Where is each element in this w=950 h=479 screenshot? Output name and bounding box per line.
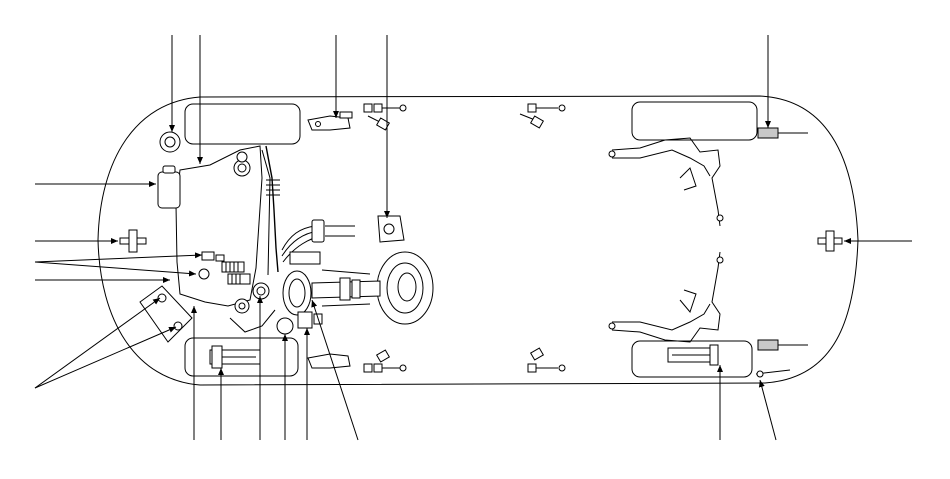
front-right-wheel-bracket — [209, 345, 261, 369]
vehicle-body-outline — [97, 95, 859, 386]
pulley-top — [236, 151, 248, 163]
steering-column-segments — [321, 269, 371, 307]
fluid-reservoir — [157, 171, 181, 209]
sensor-plate-plug — [173, 321, 183, 331]
callout-connector-b — [34, 261, 197, 277]
callout-leaders — [34, 35, 912, 441]
relay-block — [297, 311, 313, 329]
hose-ribs — [266, 179, 280, 196]
rear-harness-lower — [611, 251, 721, 343]
brake-booster-ring — [288, 278, 306, 308]
front-left-wheel-panel — [184, 103, 301, 145]
callout-sensor-a — [34, 297, 161, 389]
reservoir-cap — [162, 165, 176, 174]
top-connector-cluster-mid — [519, 103, 566, 129]
coolant-hose — [265, 145, 279, 273]
rear-left-connector — [757, 127, 808, 139]
rear-left-wheel-panel — [631, 101, 758, 141]
callout-connector-a — [34, 252, 203, 263]
callout-rear-sensor — [758, 379, 777, 441]
rear-right-wheel-bracket — [667, 344, 719, 366]
top-connector-cluster-front — [307, 103, 407, 131]
callout-sensor-b — [34, 326, 177, 389]
master-cylinder-core — [256, 286, 266, 296]
engine-inner-edge — [261, 149, 271, 276]
rear-harness-upper — [611, 137, 721, 227]
rear-right-connector — [757, 339, 808, 351]
rear-fitting — [817, 230, 843, 252]
steering-hub — [397, 272, 417, 302]
callout-steering-column — [311, 299, 359, 441]
engine-block — [175, 145, 263, 307]
lower-pulley-center — [238, 302, 246, 310]
rear-sensor-lead — [755, 369, 791, 378]
booster-flange — [289, 251, 321, 265]
engine-connectors — [198, 251, 251, 285]
brake-booster — [282, 270, 312, 316]
filler-cap-inner — [164, 136, 176, 148]
brake-lines — [281, 225, 355, 263]
bottom-connector-cluster-front — [307, 349, 407, 373]
pulley-inner — [237, 163, 247, 173]
brake-line-clip — [311, 219, 325, 243]
front-fitting-left — [119, 229, 147, 253]
lower-bracket — [229, 309, 276, 333]
abs-modulator — [276, 317, 294, 335]
bottom-connector-cluster-mid — [527, 347, 566, 373]
rear-harness-clips — [608, 150, 724, 330]
bracket-hole — [383, 223, 395, 235]
sensor-plate — [139, 285, 193, 343]
